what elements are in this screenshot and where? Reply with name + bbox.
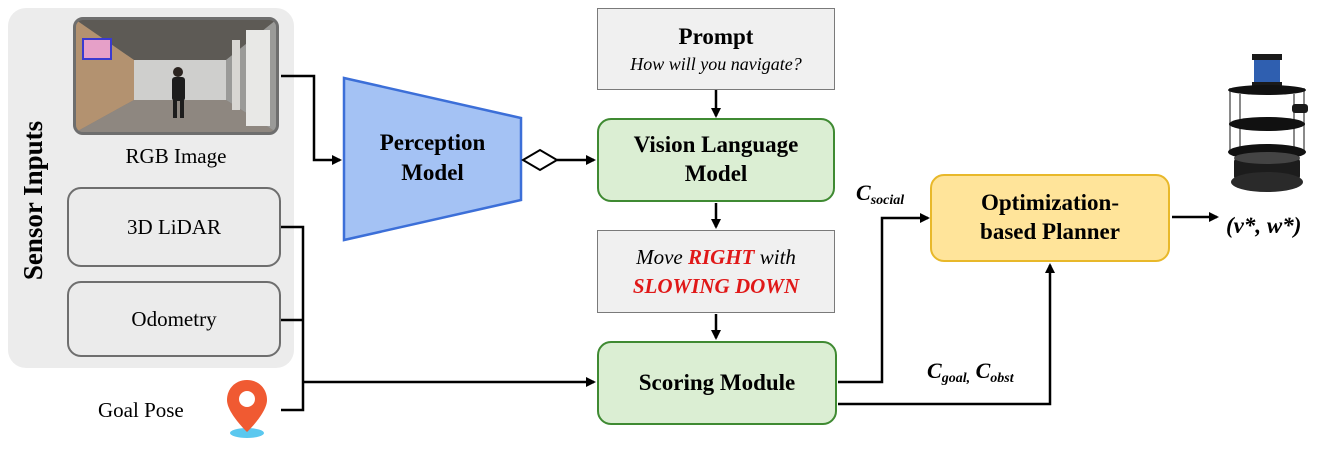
- odometry-box: Odometry: [67, 281, 281, 357]
- goal-obst-cost-label: Cgoal, Cobst: [927, 358, 1014, 386]
- social-cost-label: Csocial: [856, 180, 905, 208]
- planner-label-line2: based Planner: [980, 219, 1120, 244]
- planner-label-line1: Optimization-: [981, 190, 1119, 216]
- rgb-image-caption: RGB Image: [125, 144, 227, 168]
- lidar-to-bus-line: [281, 225, 305, 412]
- vlm-output-line2: SLOWING DOWN: [632, 273, 800, 298]
- lidar-box: 3D LiDAR: [67, 187, 281, 267]
- rgb-to-perception-arrow: [281, 74, 342, 165]
- vlm-label-line1: Vision Language: [633, 132, 799, 158]
- scoring-module-label: Scoring Module: [638, 369, 796, 395]
- optimization-planner-box: Optimization- based Planner: [930, 174, 1170, 262]
- prompt-title: Prompt: [678, 23, 754, 49]
- scoring-module-box: Scoring Module: [597, 341, 837, 425]
- vlm-label-line2: Model: [684, 161, 748, 186]
- social-cost-arrow: [838, 213, 930, 384]
- lidar-label: 3D LiDAR: [127, 214, 221, 239]
- map-pin-icon: [222, 376, 272, 440]
- goal-pose-label: Goal Pose: [98, 398, 184, 422]
- corridor-photo-icon: [73, 17, 279, 135]
- vlm-output-line1: Move RIGHT with: [636, 245, 796, 270]
- perception-model-shape: [342, 76, 523, 242]
- prompt-text: How will you navigate?: [630, 53, 802, 74]
- robot-icon: [1222, 52, 1312, 204]
- prompt-box: Prompt How will you navigate?: [597, 8, 835, 90]
- goal-obst-cost-arrow: [838, 263, 1055, 406]
- perception-model-label: Perception Model: [379, 130, 486, 185]
- vlm-output-box: Move RIGHT with SLOWING DOWN: [597, 230, 835, 313]
- velocity-output-label: (v*, w*): [1226, 213, 1302, 238]
- aggregation-diamond: [521, 148, 559, 172]
- odometry-label: Odometry: [131, 306, 217, 331]
- vision-language-model-box: Vision Language Model: [597, 118, 835, 202]
